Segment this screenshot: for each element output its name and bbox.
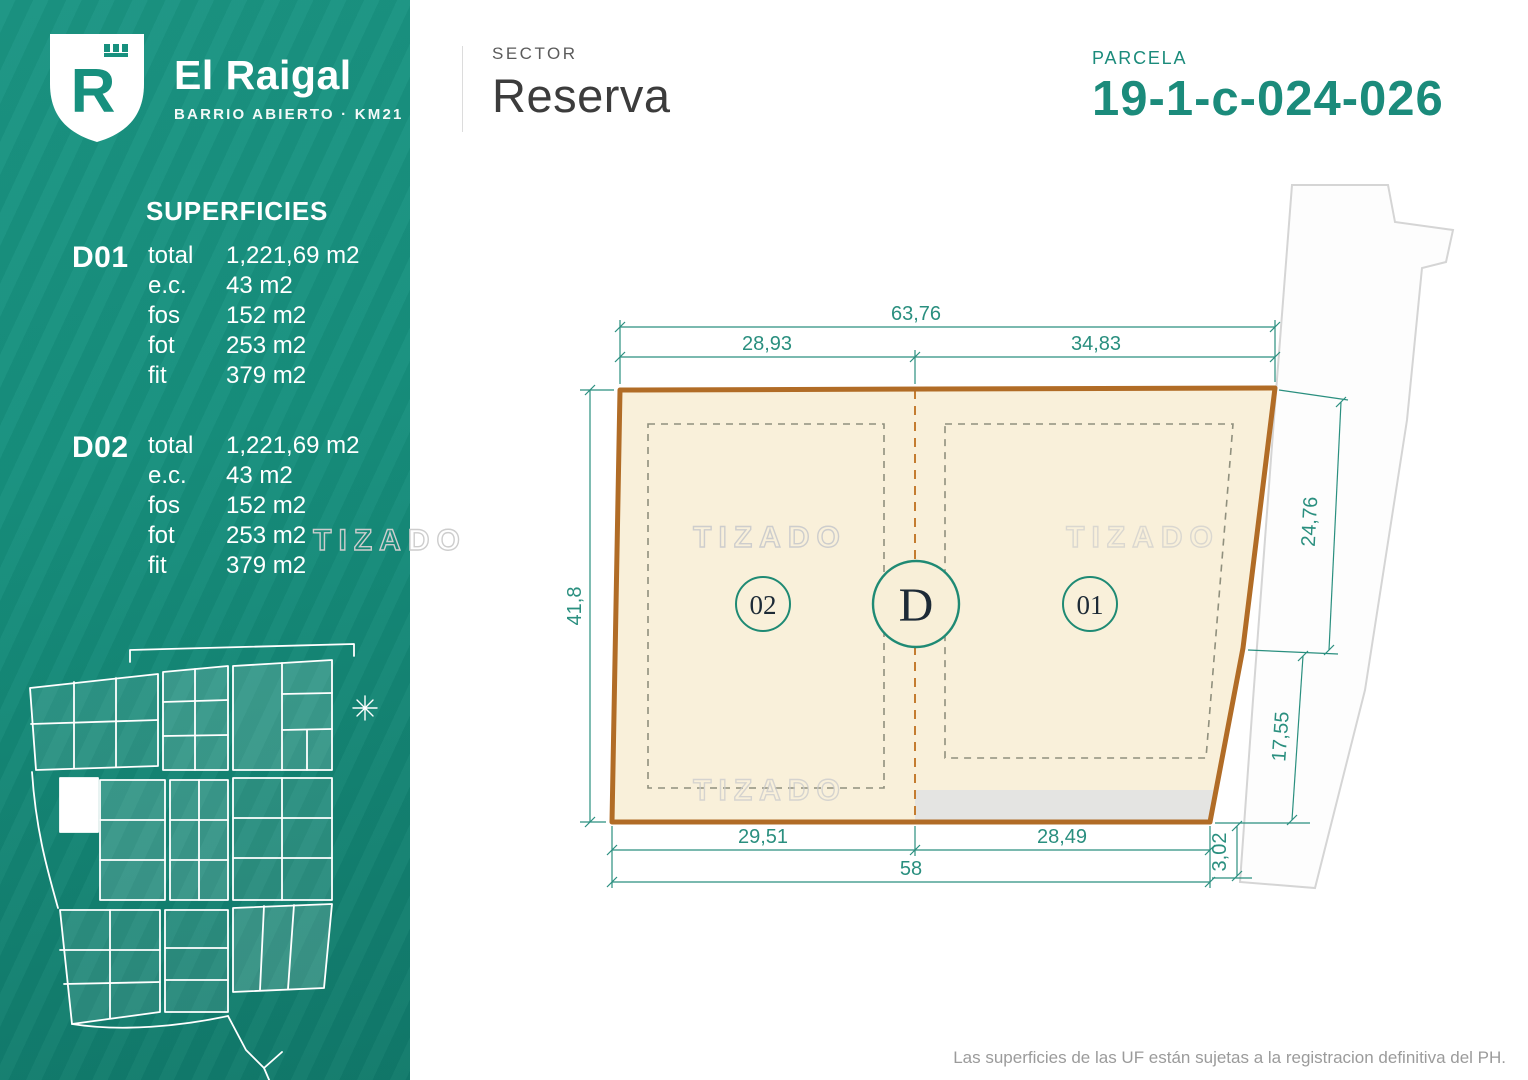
row-label: total [148, 242, 194, 269]
row-value: 152 m2 [226, 492, 307, 519]
superficies-unit-d02: D02 total 1,221,69 m2 e.c. 43 m2 fos 152 m2… [72, 431, 359, 581]
map-block [232, 903, 333, 993]
unit-circle-d: D [871, 559, 961, 649]
superficies-title: SUPERFICIES [146, 196, 329, 226]
logo: R El Raigal BARRIO ABIERTO · KM21 [42, 26, 404, 148]
parcel-border [609, 385, 1278, 825]
footer-disclaimer: Las superficies de las UF están sujetas … [953, 1048, 1506, 1067]
unit-row: e.c. 43 m2 [148, 271, 359, 301]
compass-star-icon [352, 695, 378, 721]
dim-bottom-right: 28,49 [1037, 826, 1087, 848]
row-value: 1,221,69 m2 [226, 242, 360, 269]
row-value: 43 m2 [226, 462, 293, 489]
unit-rows: total 1,221,69 m2 e.c. 43 m2 fos 152 m2 fot… [148, 241, 359, 391]
unit-row: e.c. 43 m2 [148, 461, 359, 491]
map-block [169, 779, 229, 901]
row-label: fit [148, 552, 167, 579]
row-value: 152 m2 [226, 302, 307, 329]
map-block [59, 909, 161, 1025]
crown-icon [104, 44, 128, 57]
unit-rows: total 1,221,69 m2 e.c. 43 m2 fos 152 m2 fot… [148, 431, 359, 581]
dimension-lines [580, 320, 1349, 888]
row-value: 43 m2 [226, 272, 293, 299]
row-label: fos [148, 492, 181, 519]
map-road [31, 771, 59, 909]
unit-circle-label: D [899, 579, 934, 632]
map-boundary-marker [129, 643, 355, 663]
watermark-text: TIZADO [313, 524, 467, 557]
row-label: fit [148, 362, 167, 389]
unit-row: total 1,221,69 m2 [148, 431, 359, 461]
unit-row: total 1,221,69 m2 [148, 241, 359, 271]
map-block [164, 909, 229, 1013]
map-road [263, 1067, 271, 1080]
dim-bottom-left: 29,51 [738, 826, 788, 848]
neighbor-parcel-outline [1238, 184, 1455, 890]
unit-id: D01 [72, 241, 129, 274]
sidebar: R El Raigal BARRIO ABIERTO · KM21 SUPERF… [0, 0, 410, 1080]
unit-row: fot 253 m2 [148, 331, 359, 361]
watermark-text: TIZADO [1066, 521, 1220, 554]
map-block [99, 779, 166, 901]
dim-left: 41,8 [564, 587, 586, 626]
parcela-label: PARCELA [1092, 48, 1188, 68]
dim-top-right: 34,83 [1071, 333, 1121, 355]
unit-circle-02: 02 [735, 576, 791, 632]
unit-id: D02 [72, 431, 129, 464]
logo-letter: R [71, 57, 116, 126]
map-road [227, 1015, 283, 1069]
map-block [29, 673, 159, 771]
map-block [232, 659, 333, 771]
watermark-text: TIZADO [693, 521, 847, 554]
row-value: 253 m2 [226, 522, 307, 549]
row-label: fos [148, 302, 181, 329]
row-label: e.c. [148, 272, 187, 299]
map-highlight-lot [59, 777, 99, 833]
unit-circle-label: 02 [750, 590, 777, 620]
row-label: e.c. [148, 462, 187, 489]
unit-row: fit 379 m2 [148, 361, 359, 391]
row-value: 379 m2 [226, 552, 307, 579]
map-block [162, 665, 229, 771]
header-divider [462, 46, 463, 132]
sector-title: Reserva [492, 69, 671, 122]
parcela-number: 19-1-c-024-026 [1092, 72, 1444, 126]
row-value: 253 m2 [226, 332, 307, 359]
unit-row: fot 253 m2 [148, 521, 359, 551]
brand-tagline: BARRIO ABIERTO · KM21 [174, 105, 404, 123]
dim-right-lower: 17,55 [1268, 711, 1293, 762]
parcel-gray-strip [915, 790, 1216, 820]
unit-circle-label: 01 [1077, 590, 1104, 620]
row-label: fot [148, 332, 175, 359]
dim-bottom-small: 3,02 [1209, 833, 1231, 872]
row-value: 379 m2 [226, 362, 307, 389]
sector-label: SECTOR [492, 44, 578, 63]
map-road [71, 1015, 229, 1029]
brand-text: El Raigal BARRIO ABIERTO · KM21 [174, 52, 404, 123]
dim-top-left: 28,93 [742, 333, 792, 355]
neighborhood-map [29, 643, 378, 1080]
brand-name: El Raigal [174, 51, 352, 98]
dim-top-total: 63,76 [891, 303, 941, 325]
map-block [232, 777, 333, 901]
row-value: 1,221,69 m2 [226, 432, 360, 459]
unit-row: fos 152 m2 [148, 491, 359, 521]
plot-plan: 02 D 01 TIZADO TIZADO TIZADO [564, 184, 1455, 890]
sector-block: SECTOR Reserva [492, 44, 671, 123]
watermark-sidebar: TIZADO [312, 523, 467, 557]
unit-circle-01: 01 [1062, 576, 1118, 632]
dim-right-upper: 24,76 [1298, 496, 1323, 547]
row-label: fot [148, 522, 175, 549]
unit-row: fos 152 m2 [148, 301, 359, 331]
dim-bottom-total: 58 [900, 858, 922, 880]
superficies-unit-d01: D01 total 1,221,69 m2 e.c. 43 m2 fos 152 m2… [72, 241, 359, 391]
watermark-text: TIZADO [693, 774, 847, 807]
unit-row: fit 379 m2 [148, 551, 359, 581]
row-label: total [148, 432, 194, 459]
parcela-block: PARCELA 19-1-c-024-026 [1092, 48, 1444, 127]
shield-logo-icon: R [50, 34, 144, 142]
